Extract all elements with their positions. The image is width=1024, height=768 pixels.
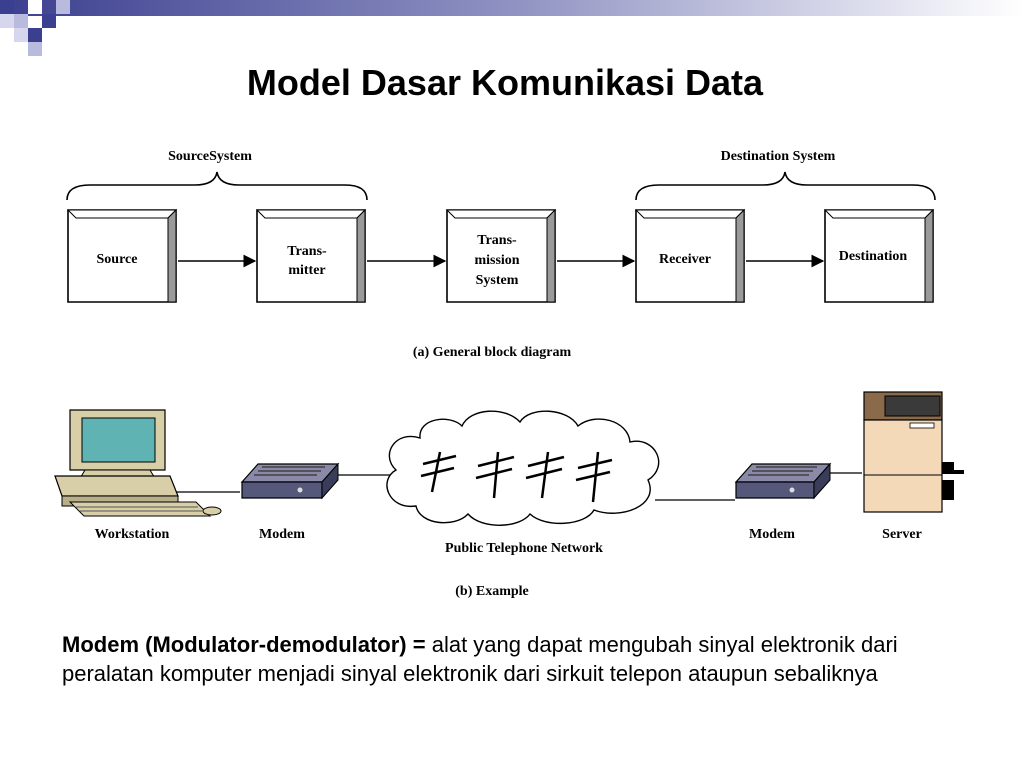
block-transmission-system: Trans- mission System — [445, 208, 557, 303]
telephone-network-cloud-icon — [386, 410, 660, 526]
definition-term: Modem (Modulator-demodulator) = — [62, 632, 426, 657]
block-transmitter-line-1: Trans- — [287, 244, 327, 259]
caption-general-block-diagram: (a) General block diagram — [413, 345, 572, 360]
gradient-bar — [0, 0, 1024, 16]
destination-system-label: Destination System — [721, 149, 836, 164]
server-label: Server — [882, 527, 922, 542]
slide-title: Model Dasar Komunikasi Data — [246, 62, 764, 103]
modem-right-label: Modem — [749, 527, 795, 542]
block-receiver-line: Receiver — [659, 252, 711, 267]
corner-squares-decoration — [0, 0, 70, 56]
block-transmission-line-3: System — [476, 273, 519, 288]
block-destination: Destination — [823, 208, 935, 303]
block-receiver: Receiver — [634, 208, 746, 303]
workstation-label: Workstation — [95, 527, 170, 542]
svg-text:Source: Source — [97, 252, 138, 267]
source-system-brace — [66, 171, 368, 201]
block-source: Source — [66, 208, 178, 303]
communication-diagram: SourceSystem Destination System Source T… — [54, 149, 964, 599]
definition-text: alat yang dapat mengubah sinyal elektron… — [62, 632, 898, 686]
modem-right-icon — [734, 462, 832, 500]
modem-left-label: Modem — [259, 527, 305, 542]
block-transmission-line-2: mission — [474, 253, 519, 268]
destination-system-brace — [635, 171, 936, 201]
caption-example: (b) Example — [455, 584, 529, 599]
block-source-line: Source — [97, 252, 138, 267]
modem-definition: Modem (Modulator-demodulator) = alat yan… — [62, 630, 962, 688]
block-transmitter: Trans- mitter — [255, 208, 367, 303]
network-label: Public Telephone Network — [445, 541, 603, 556]
block-transmitter-line-2: mitter — [288, 263, 325, 278]
server-icon — [863, 391, 964, 513]
modem-left-icon — [240, 462, 340, 500]
block-destination-line: Destination — [839, 249, 908, 264]
block-transmission-line-1: Trans- — [477, 233, 517, 248]
workstation-icon — [54, 409, 222, 517]
title-bar-decoration — [0, 0, 1024, 56]
source-system-label: SourceSystem — [168, 149, 252, 164]
